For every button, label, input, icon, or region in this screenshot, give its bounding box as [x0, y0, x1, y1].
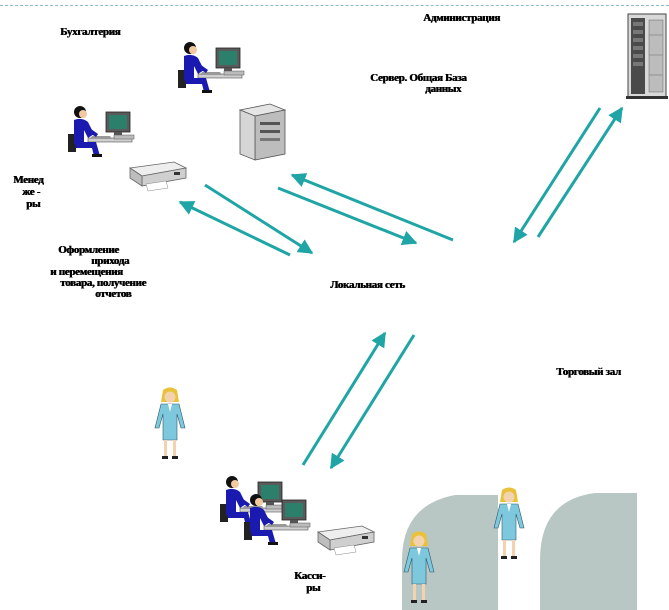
woman-figure-icon — [493, 487, 525, 560]
arrow-network-to-managers — [178, 200, 291, 257]
label-server-line1: Сервер. Общая База — [370, 72, 467, 84]
label-accounting: Бухгалтерия — [60, 26, 121, 38]
label-ops-line5: отчетов — [95, 288, 132, 300]
label-cashiers-line1: Касси- — [294, 570, 326, 582]
arrow-cashiers-to-network — [301, 331, 387, 466]
label-managers-line3: ры — [26, 198, 41, 210]
connection-arrows — [178, 106, 624, 470]
label-ops-line2: прихода — [91, 255, 130, 267]
top-dotted-border — [0, 5, 669, 6]
printer-icon — [317, 525, 375, 556]
arrow-network-to-server — [290, 173, 454, 242]
arrow-admin-to-network — [512, 107, 602, 244]
woman-figure-icon — [154, 387, 186, 460]
arrow-network-to-admin — [536, 106, 624, 238]
label-administration: Администрация — [423, 12, 500, 24]
label-managers-line2: же - — [22, 186, 40, 198]
printer-icon — [129, 161, 187, 192]
label-cashiers-line2: ры — [306, 582, 321, 594]
manager-computer-icon — [67, 105, 135, 158]
arrow-server-to-network — [277, 186, 418, 245]
label-ops-line4: товара, получение — [60, 277, 146, 289]
label-ops-line1: Оформление — [58, 244, 119, 256]
label-local-network: Локальная сеть — [330, 279, 405, 291]
arrow-network-to-cashiers — [329, 334, 416, 470]
server-rack-icon — [626, 13, 668, 99]
arrow-managers-to-network — [204, 183, 314, 255]
accountant-computer-icon — [177, 41, 245, 94]
label-managers-line1: Менед — [13, 174, 44, 186]
label-sales-floor: Торговый зал — [556, 366, 621, 378]
label-ops-line3: и перемещения — [50, 266, 123, 278]
server-tower-icon — [238, 103, 287, 161]
label-server-line2: данных — [425, 83, 462, 95]
